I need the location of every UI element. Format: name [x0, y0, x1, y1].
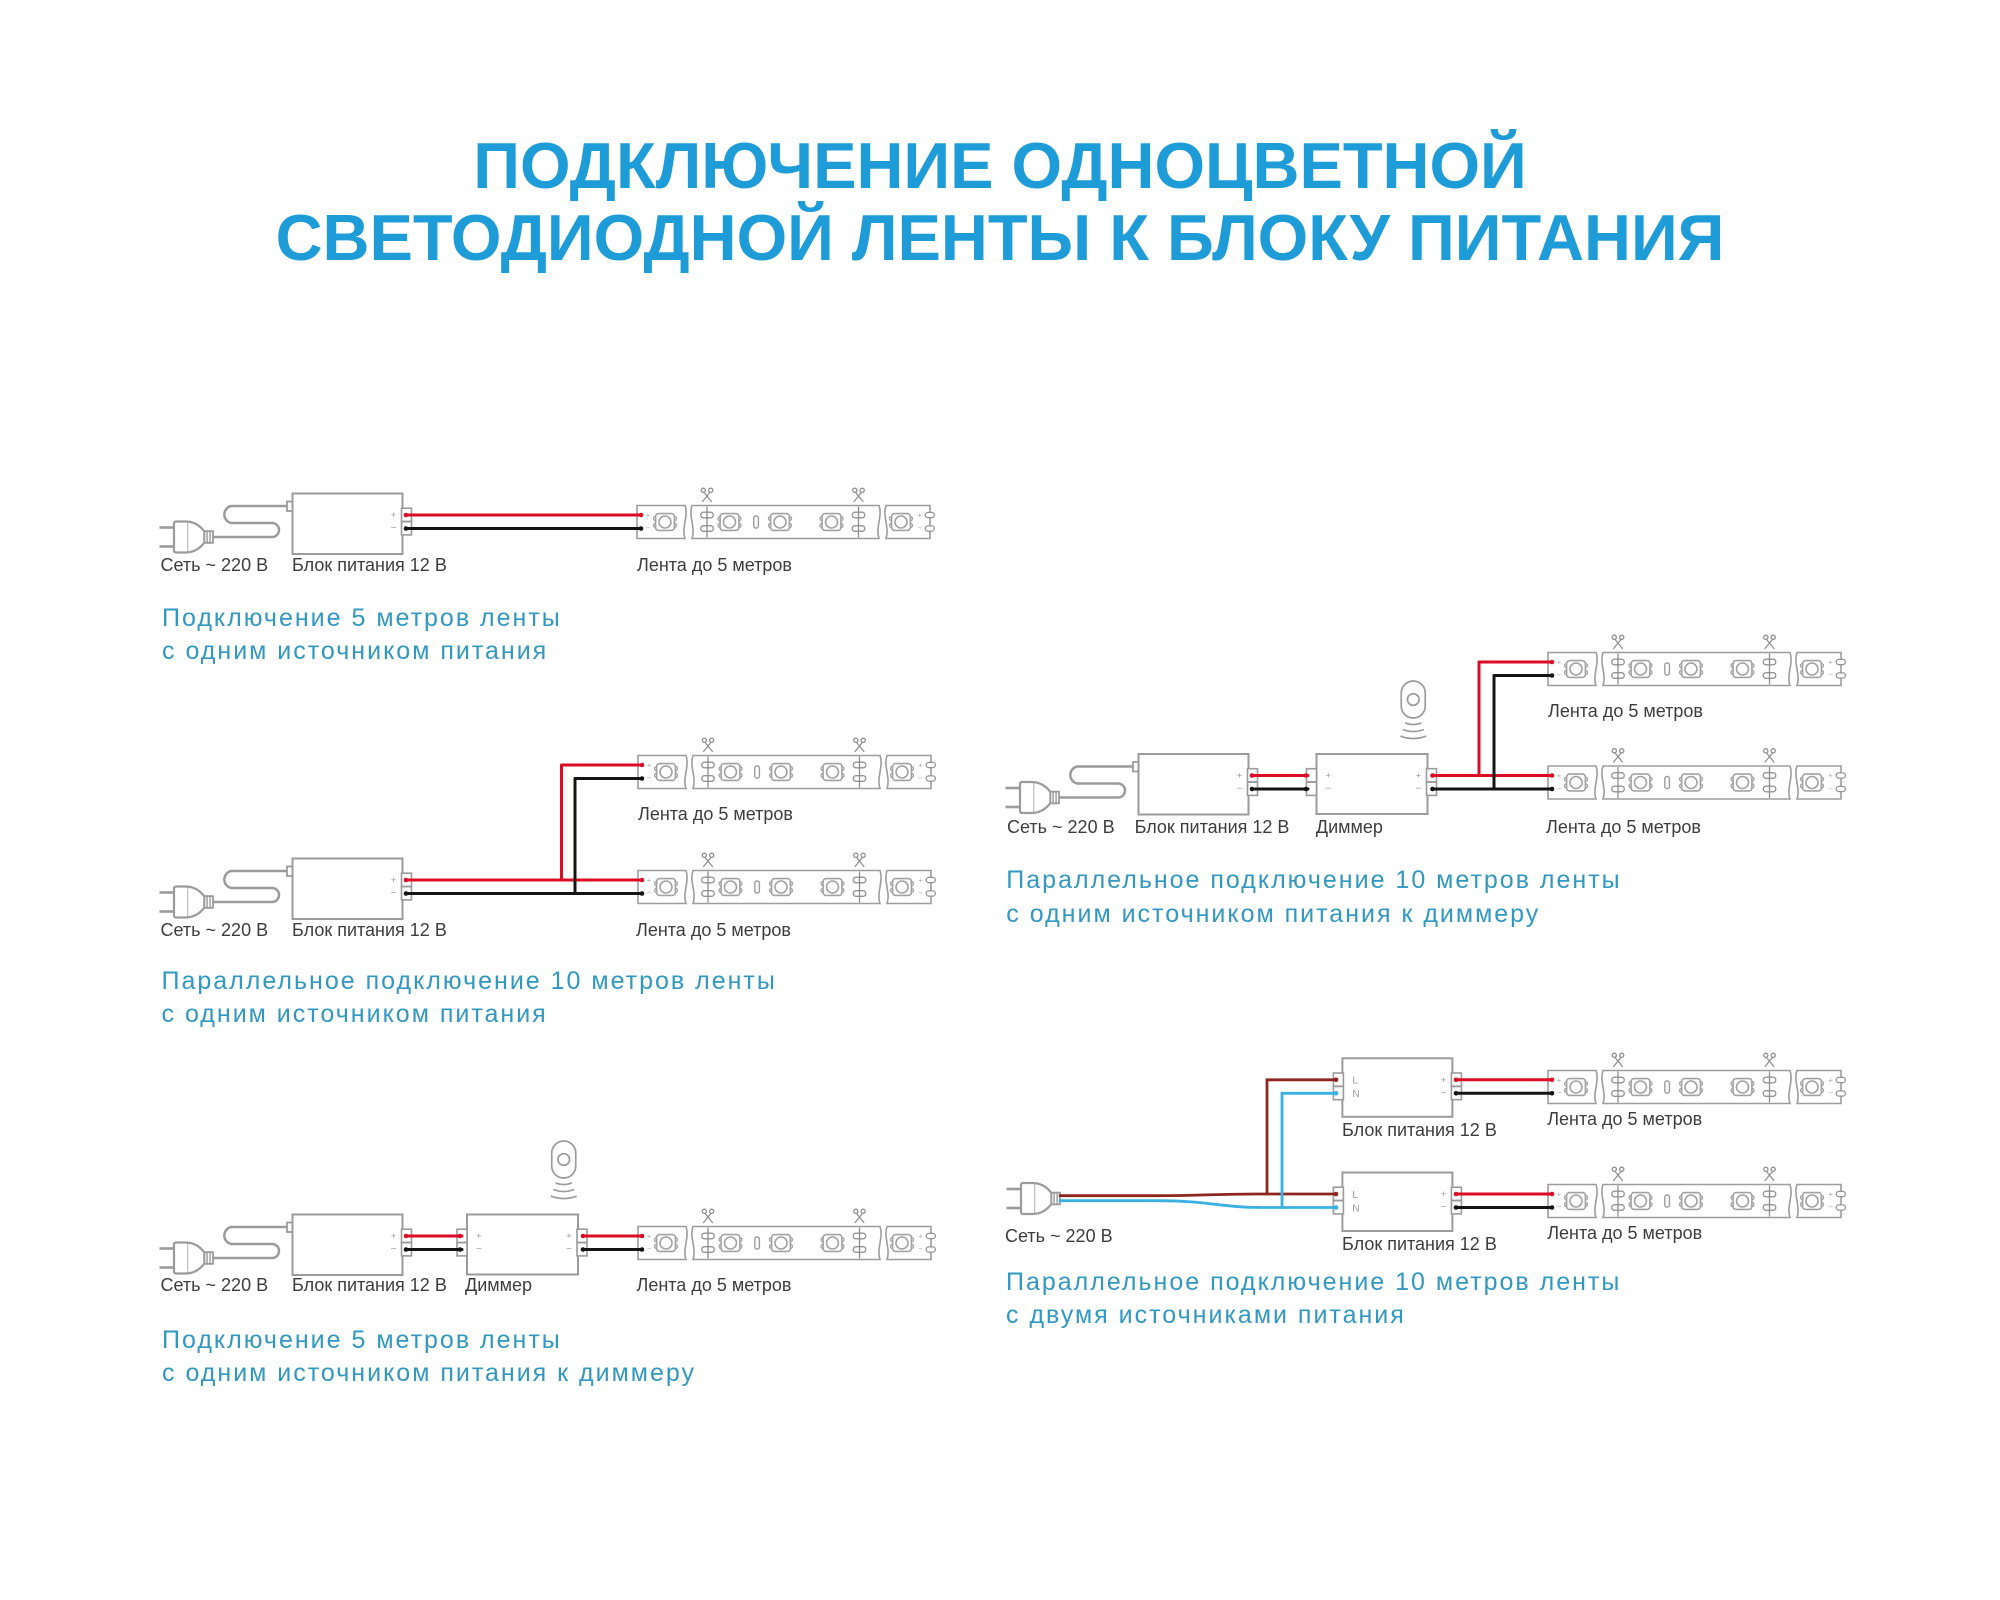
svg-text:+: +	[1828, 1076, 1833, 1085]
svg-text:−: −	[647, 774, 652, 783]
svg-text:+: +	[566, 1231, 572, 1242]
svg-text:−: −	[1326, 784, 1332, 795]
svg-text:+: +	[1557, 1190, 1562, 1199]
svg-text:N: N	[1352, 1089, 1359, 1100]
svg-text:+: +	[1237, 771, 1243, 782]
svg-text:+: +	[918, 761, 923, 770]
svg-text:+: +	[1828, 771, 1833, 780]
svg-text:+: +	[391, 1231, 397, 1242]
svg-text:N: N	[1352, 1203, 1359, 1214]
svg-text:−: −	[566, 1244, 572, 1255]
svg-text:+: +	[1557, 771, 1562, 780]
svg-text:+: +	[1828, 658, 1833, 667]
svg-text:+: +	[1416, 771, 1422, 782]
svg-text:−: −	[918, 889, 923, 898]
svg-text:+: +	[1326, 771, 1332, 782]
svg-text:+: +	[918, 1232, 923, 1241]
svg-text:−: −	[1237, 784, 1243, 795]
svg-text:−: −	[1557, 671, 1562, 680]
svg-text:−: −	[1557, 784, 1562, 793]
svg-text:−: −	[918, 1245, 923, 1254]
svg-text:−: −	[1416, 784, 1422, 795]
svg-text:−: −	[1828, 1203, 1833, 1212]
svg-text:−: −	[1557, 1089, 1562, 1098]
svg-text:−: −	[647, 1245, 652, 1254]
svg-text:+: +	[646, 511, 651, 520]
svg-text:−: −	[918, 774, 923, 783]
svg-text:+: +	[1557, 1076, 1562, 1085]
svg-text:−: −	[391, 523, 397, 534]
svg-text:+: +	[917, 511, 922, 520]
svg-text:+: +	[1441, 1189, 1447, 1200]
svg-text:L: L	[1352, 1190, 1358, 1201]
svg-text:−: −	[1828, 1089, 1833, 1098]
svg-text:−: −	[1440, 1088, 1446, 1099]
svg-text:+: +	[918, 876, 923, 885]
svg-text:−: −	[917, 524, 922, 533]
svg-text:+: +	[647, 761, 652, 770]
svg-text:−: −	[1557, 1203, 1562, 1212]
svg-text:+: +	[647, 876, 652, 885]
svg-text:+: +	[391, 510, 397, 521]
svg-text:+: +	[391, 875, 397, 886]
svg-text:+: +	[1557, 658, 1562, 667]
svg-text:+: +	[476, 1231, 482, 1242]
svg-text:−: −	[391, 1244, 397, 1255]
svg-text:−: −	[1828, 784, 1833, 793]
svg-text:+: +	[1441, 1075, 1447, 1086]
svg-text:+: +	[647, 1232, 652, 1241]
svg-text:−: −	[647, 889, 652, 898]
svg-text:+: +	[1828, 1190, 1833, 1199]
svg-text:L: L	[1352, 1076, 1358, 1087]
svg-text:−: −	[1828, 671, 1833, 680]
svg-text:−: −	[646, 524, 651, 533]
svg-text:−: −	[476, 1244, 482, 1255]
svg-text:−: −	[391, 888, 397, 899]
svg-text:−: −	[1440, 1202, 1446, 1213]
